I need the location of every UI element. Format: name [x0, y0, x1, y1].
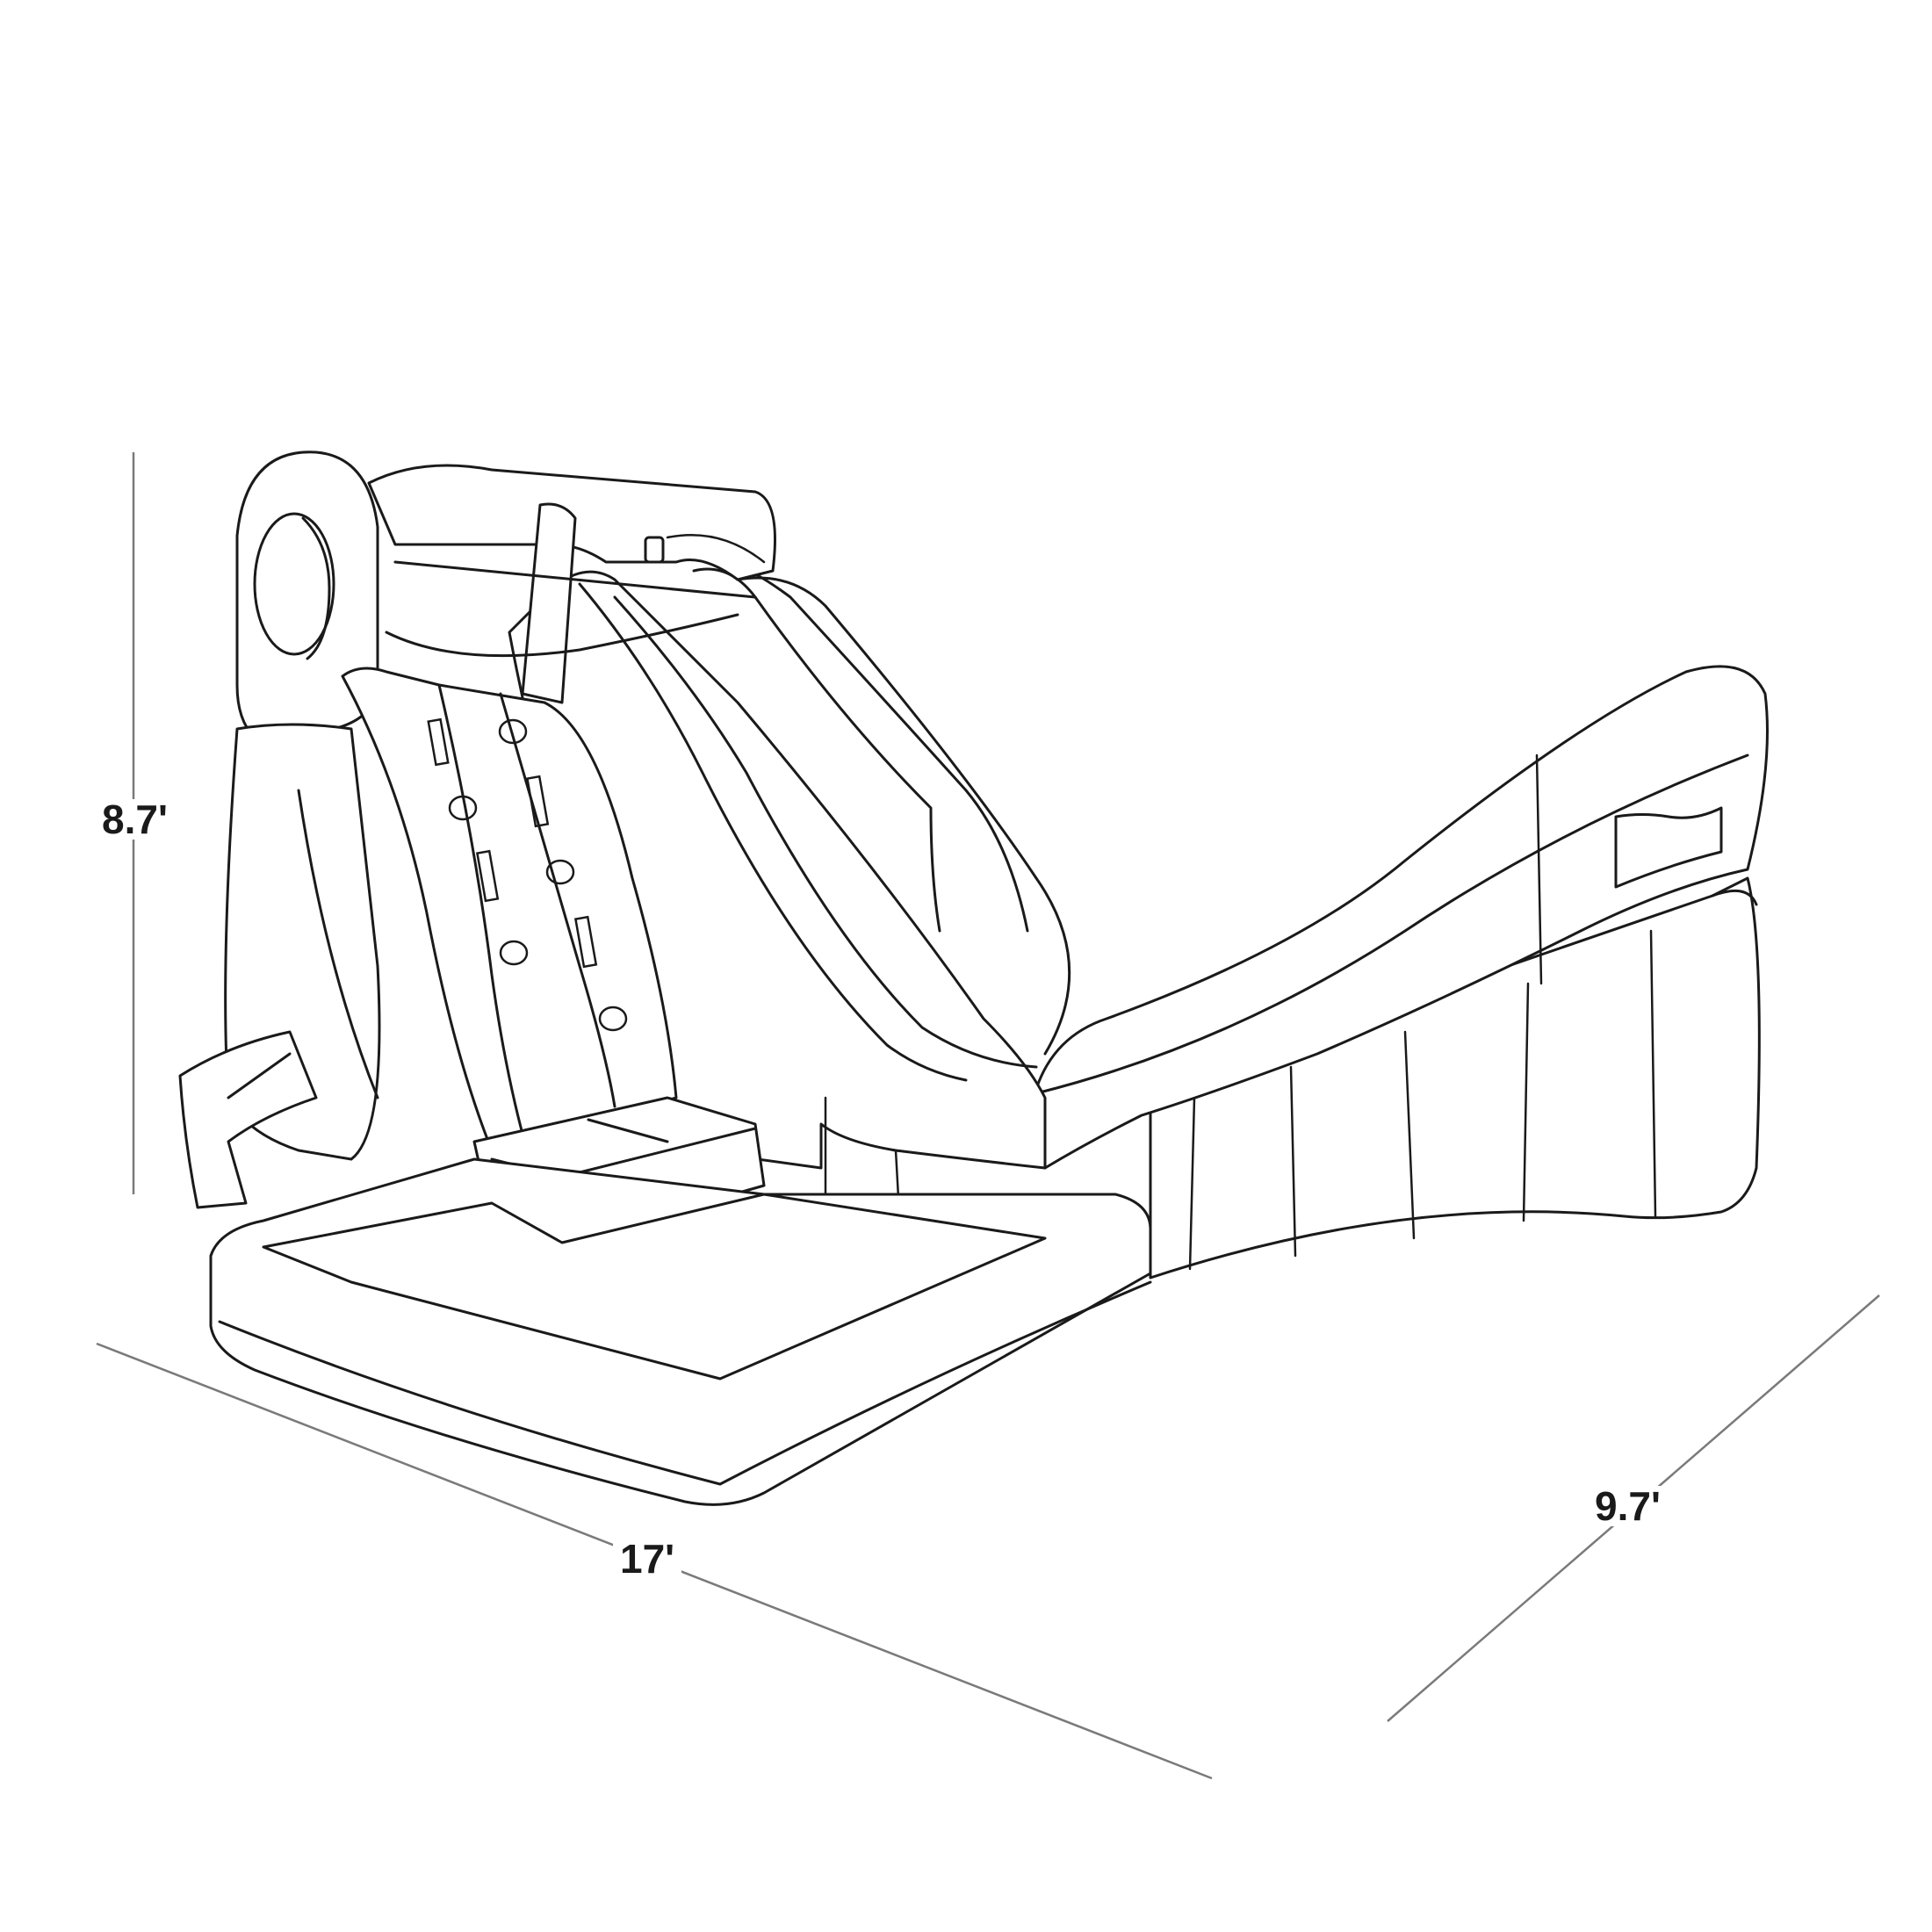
- height-dimension-label: 8.7': [95, 799, 175, 840]
- slide-side-wall: [1149, 876, 1761, 1280]
- splash-pool: [209, 1157, 1152, 1506]
- foothold-icon: [448, 718, 628, 1032]
- tower-top: [367, 464, 776, 704]
- width-dimension-label: 9.7': [1588, 1486, 1668, 1526]
- slide-lane: [1034, 665, 1769, 1170]
- climbing-wall: [341, 667, 678, 1152]
- ring-icon: [253, 512, 335, 656]
- tag-icon: [644, 536, 665, 564]
- length-dimension-label: 17': [613, 1539, 682, 1579]
- climbing-tower: [178, 451, 381, 1209]
- handhold-icon: [427, 717, 598, 969]
